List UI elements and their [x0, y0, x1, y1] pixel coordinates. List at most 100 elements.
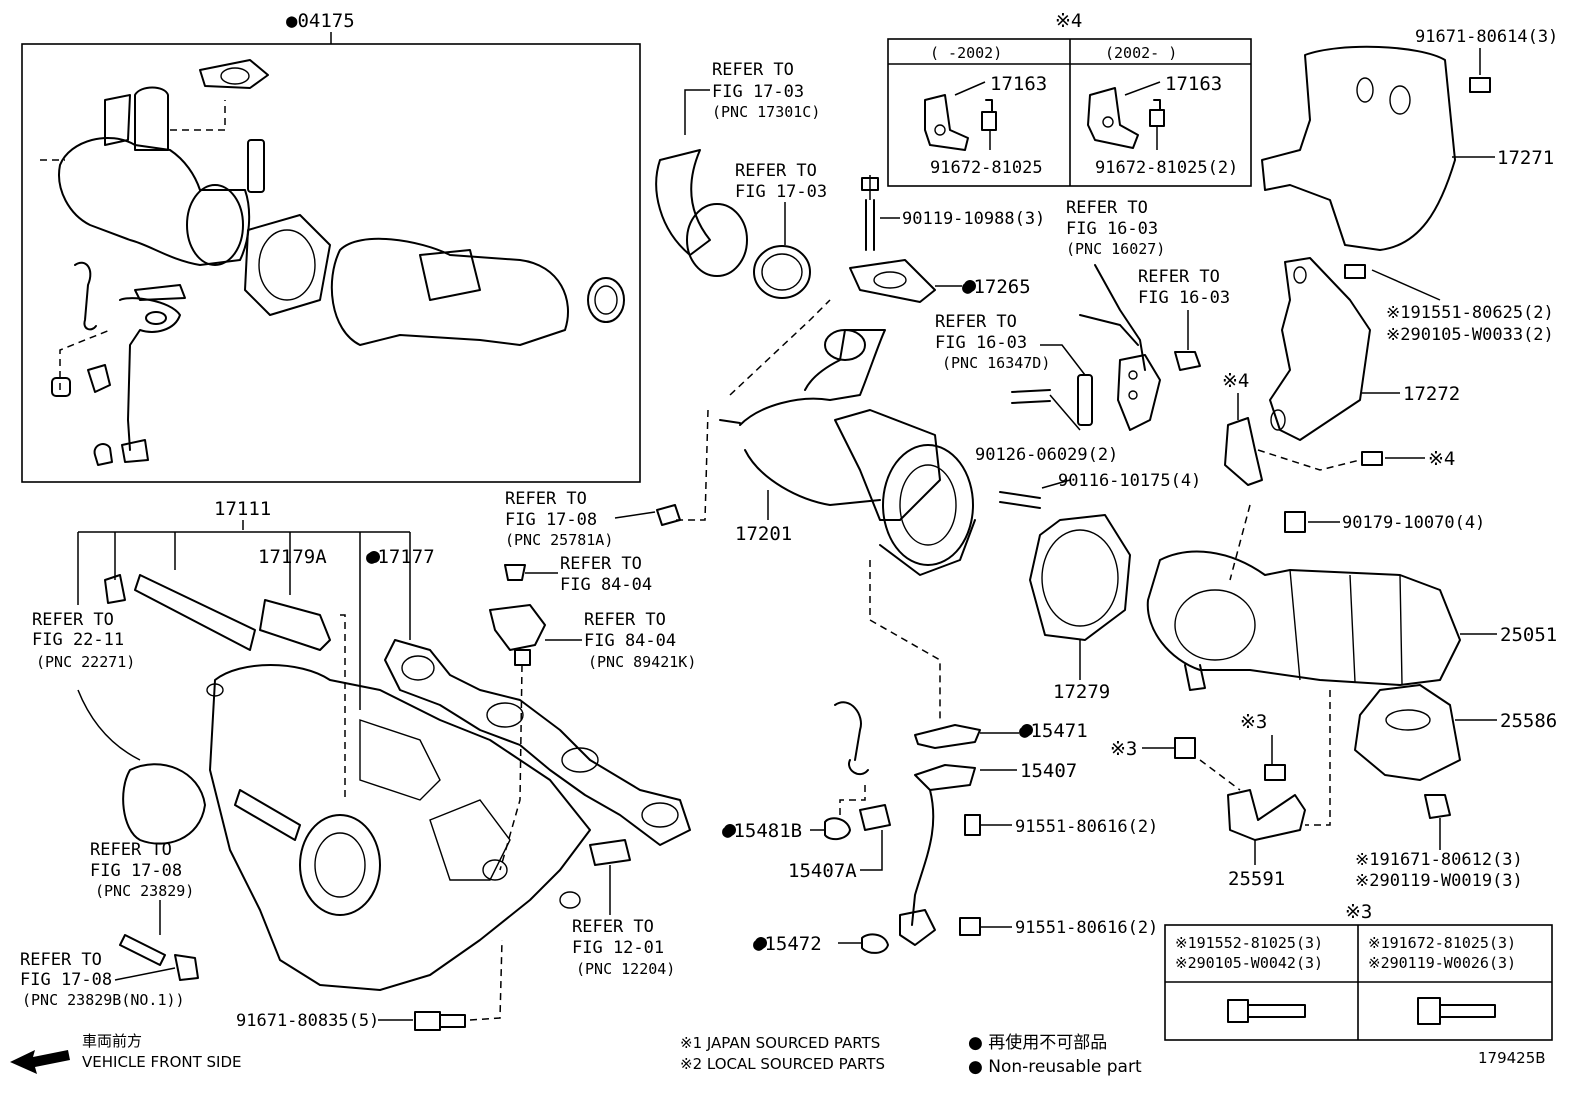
front-arrow-icon	[10, 1050, 70, 1074]
part-90119-10988[interactable]: 90119-10988(3)	[902, 209, 1045, 229]
intake-pipe-refs: REFER TO FIG 17-03 (PNC 17301C) REFER TO…	[655, 60, 831, 396]
ref-17-08-b-l1[interactable]: REFER TO	[90, 840, 172, 860]
note4-table-label: ※4	[1055, 10, 1082, 32]
part-90179-10070[interactable]: 90179-10070(4)	[1342, 513, 1485, 533]
ref-84-04-a-l1[interactable]: REFER TO	[560, 554, 642, 574]
ref-17-08-a-l1[interactable]: REFER TO	[505, 489, 587, 509]
part-91671-80614[interactable]: 91671-80614(3)	[1415, 27, 1558, 47]
ref-16-03-b-l1[interactable]: REFER TO	[1138, 267, 1220, 287]
part-17271[interactable]: 17271	[1497, 147, 1554, 169]
ref-12-01-pnc: (PNC 12204)	[576, 960, 675, 978]
japan-sourced-legend: ※1 JAPAN SOURCED PARTS	[680, 1034, 880, 1052]
ref-84-04-b-l2[interactable]: FIG 84-04	[584, 631, 676, 651]
refer-16-03-group: REFER TO FIG 16-03 (PNC 16027) REFER TO …	[935, 198, 1230, 431]
local-sourced-legend: ※2 LOCAL SOURCED PARTS	[680, 1055, 885, 1073]
note3-c1l1[interactable]: ※191552-81025(3)	[1175, 934, 1323, 952]
gasket-17279: 17279	[1029, 514, 1131, 703]
manifold-refs: REFER TO FIG 17-08 (PNC 25781A) REFER TO…	[20, 489, 696, 1009]
ref-17-08-a-pnc: (PNC 25781A)	[505, 531, 613, 549]
part-191671-80612[interactable]: ※191671-80612(3)	[1355, 850, 1523, 870]
flange-bolt-icon	[1227, 999, 1306, 1023]
front-en-label: VEHICLE FRONT SIDE	[82, 1053, 242, 1071]
part-91551-80616-a[interactable]: 91551-80616(2)	[1015, 817, 1158, 837]
ref-16-03-a-l1[interactable]: REFER TO	[1066, 198, 1148, 218]
turbo-assy-label[interactable]: ●04175	[286, 10, 355, 32]
non-reusable-jp: ● 再使用不可部品	[968, 1032, 1107, 1053]
part-15407a[interactable]: 15407A	[788, 860, 857, 882]
part-90116-10175[interactable]: 90116-10175(4)	[1058, 471, 1201, 491]
part-17272[interactable]: 17272	[1403, 383, 1460, 405]
ref-12-01-l2[interactable]: FIG 12-01	[572, 938, 664, 958]
ref-17-03-b-l1[interactable]: REFER TO	[735, 161, 817, 181]
part-25591[interactable]: 25591	[1228, 868, 1285, 890]
part-15472[interactable]: ●15472	[753, 933, 822, 955]
note4-col1-header: ( -2002)	[930, 44, 1002, 62]
part-290105-w0033[interactable]: ※290105-W0033(2)	[1386, 325, 1554, 345]
ref-17-08-a-l2[interactable]: FIG 17-08	[505, 510, 597, 530]
ref-22-11-pnc: (PNC 22271)	[36, 653, 135, 671]
part-15471[interactable]: ●15471	[1019, 720, 1088, 742]
non-reusable-en: ● Non-reusable part	[968, 1057, 1142, 1077]
ref-16-03-a-pnc: (PNC 16027)	[1066, 240, 1165, 258]
note4-label-a: ※4	[1222, 370, 1249, 392]
ref-17-03-a-l1[interactable]: REFER TO	[712, 60, 794, 80]
part-17179a[interactable]: 17179A	[258, 546, 327, 568]
part-17163-a[interactable]: 17163	[990, 73, 1047, 95]
ref-17-03-b-l2[interactable]: FIG 17-03	[735, 182, 827, 202]
ref-17-03-a-pnc: (PNC 17301C)	[712, 103, 820, 121]
front-jp-label: 車両前方	[82, 1032, 142, 1050]
ref-17-08-b-l2[interactable]: FIG 17-08	[90, 861, 182, 881]
diagram-id: 179425B	[1478, 1049, 1546, 1067]
ref-84-04-b-l1[interactable]: REFER TO	[584, 610, 666, 630]
intake-manifold-group: 17111 17179A ●17177 916	[77, 498, 691, 1031]
part-90126-06029[interactable]: 90126-06029(2)	[975, 445, 1118, 465]
part-91672-b[interactable]: 91672-81025(2)	[1095, 158, 1238, 178]
part-15407[interactable]: 15407	[1020, 760, 1077, 782]
ref-16-03-c-pnc: (PNC 16347D)	[942, 354, 1050, 372]
ref-84-04-b-pnc: (PNC 89421K)	[588, 653, 696, 671]
manifold-group-label[interactable]: 17111	[214, 498, 271, 520]
part-17265[interactable]: ●17265	[962, 276, 1031, 298]
ref-16-03-c-l1[interactable]: REFER TO	[935, 312, 1017, 332]
part-91551-80616-b[interactable]: 91551-80616(2)	[1015, 918, 1158, 938]
part-290119-w0019[interactable]: ※290119-W0019(3)	[1355, 871, 1523, 891]
ref-12-01-l1[interactable]: REFER TO	[572, 917, 654, 937]
ref-17-03-a-l2[interactable]: FIG 17-03	[712, 82, 804, 102]
ref-84-04-a-l2[interactable]: FIG 84-04	[560, 575, 652, 595]
turbocharger-17201: 90119-10988(3) ●17265 17201 90126-06029(…	[656, 175, 1201, 720]
flange-bolt-icon-2	[1417, 997, 1496, 1025]
note3-c2l1[interactable]: ※191672-81025(3)	[1368, 934, 1516, 952]
part-17201[interactable]: 17201	[735, 523, 792, 545]
part-15481b[interactable]: ●15481B	[722, 820, 802, 842]
part-191551-80625[interactable]: ※191551-80625(2)	[1386, 303, 1554, 323]
ref-22-11-l1[interactable]: REFER TO	[32, 610, 114, 630]
turbo-assembly-group: ●04175	[21, 10, 641, 483]
note3-table: ※3 ※191552-81025(3) ※290105-W0042(3) ※19…	[1164, 901, 1553, 1041]
ref-17-08-c-l2[interactable]: FIG 17-08	[20, 970, 112, 990]
ref-16-03-b-l2[interactable]: FIG 16-03	[1138, 288, 1230, 308]
note3-label-b: ※3	[1240, 711, 1267, 733]
note4-col2-header: (2002- )	[1105, 44, 1177, 62]
part-25051[interactable]: 25051	[1500, 624, 1557, 646]
part-17279[interactable]: 17279	[1053, 681, 1110, 703]
note3-table-label: ※3	[1345, 901, 1372, 923]
ref-16-03-a-l2[interactable]: FIG 16-03	[1066, 219, 1158, 239]
ref-17-08-c-pnc: (PNC 23829B(NO.1))	[22, 991, 185, 1009]
ref-22-11-l2[interactable]: FIG 22-11	[32, 630, 124, 650]
part-17163-b[interactable]: 17163	[1165, 73, 1222, 95]
bracket-25591: ※3 ※3 25591	[1110, 690, 1331, 890]
part-91672-a[interactable]: 91672-81025	[930, 158, 1043, 178]
note4-label-b: ※4	[1428, 448, 1455, 470]
part-17177[interactable]: ●17177	[366, 546, 435, 568]
note3-c2l2[interactable]: ※290119-W0026(3)	[1368, 954, 1516, 972]
heat-insulator-17271: 91671-80614(3) 17271	[1261, 27, 1558, 251]
ref-16-03-c-l2[interactable]: FIG 16-03	[935, 333, 1027, 353]
ref-17-08-b-pnc: (PNC 23829)	[95, 882, 194, 900]
note3-label-a: ※3	[1110, 738, 1137, 760]
part-25586[interactable]: 25586	[1500, 710, 1557, 732]
part-91671-80835[interactable]: 91671-80835(5)	[236, 1011, 379, 1031]
ref-17-08-c-l1[interactable]: REFER TO	[20, 950, 102, 970]
legend: 車両前方 VEHICLE FRONT SIDE ※1 JAPAN SOURCED…	[10, 1032, 1546, 1077]
note3-c1l2[interactable]: ※290105-W0042(3)	[1175, 954, 1323, 972]
